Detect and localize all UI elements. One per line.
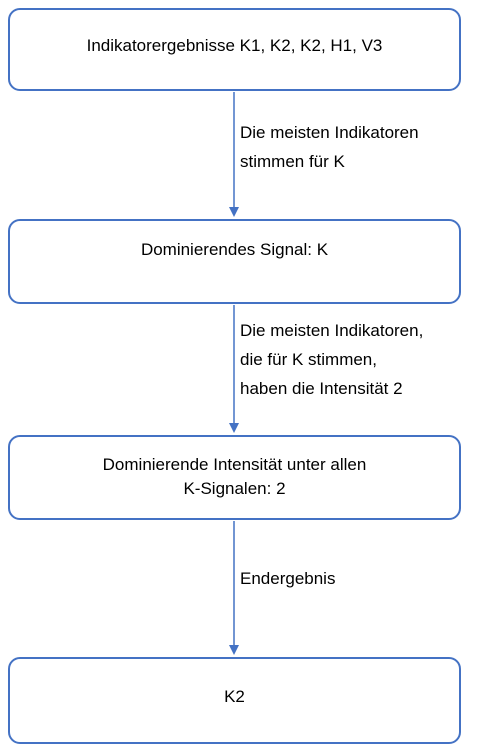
- node-dominant-signal: Dominierendes Signal: K: [8, 219, 461, 304]
- edge-label-intensity: Die meisten Indikatoren, die für K stimm…: [240, 321, 424, 398]
- node-final-result: K2: [8, 657, 461, 744]
- node-indicator-results-text: Indikatorergebnisse K1, K2, K2, H1, V3: [86, 36, 383, 55]
- node-dominant-signal-text: Dominierendes Signal: K: [140, 240, 329, 259]
- node-dominant-intensity: Dominierende Intensität unter allen K-Si…: [8, 435, 461, 520]
- node-final-result-text: K2: [224, 687, 245, 706]
- node-indicator-results: Indikatorergebnisse K1, K2, K2, H1, V3: [8, 8, 461, 91]
- edge-label-most-indicators: Die meisten Indikatoren stimmen für K: [240, 123, 419, 171]
- node-dominant-intensity-text: Dominierende Intensität unter allen K-Si…: [102, 455, 367, 498]
- edge-label-final-result: Endergebnis: [240, 569, 336, 588]
